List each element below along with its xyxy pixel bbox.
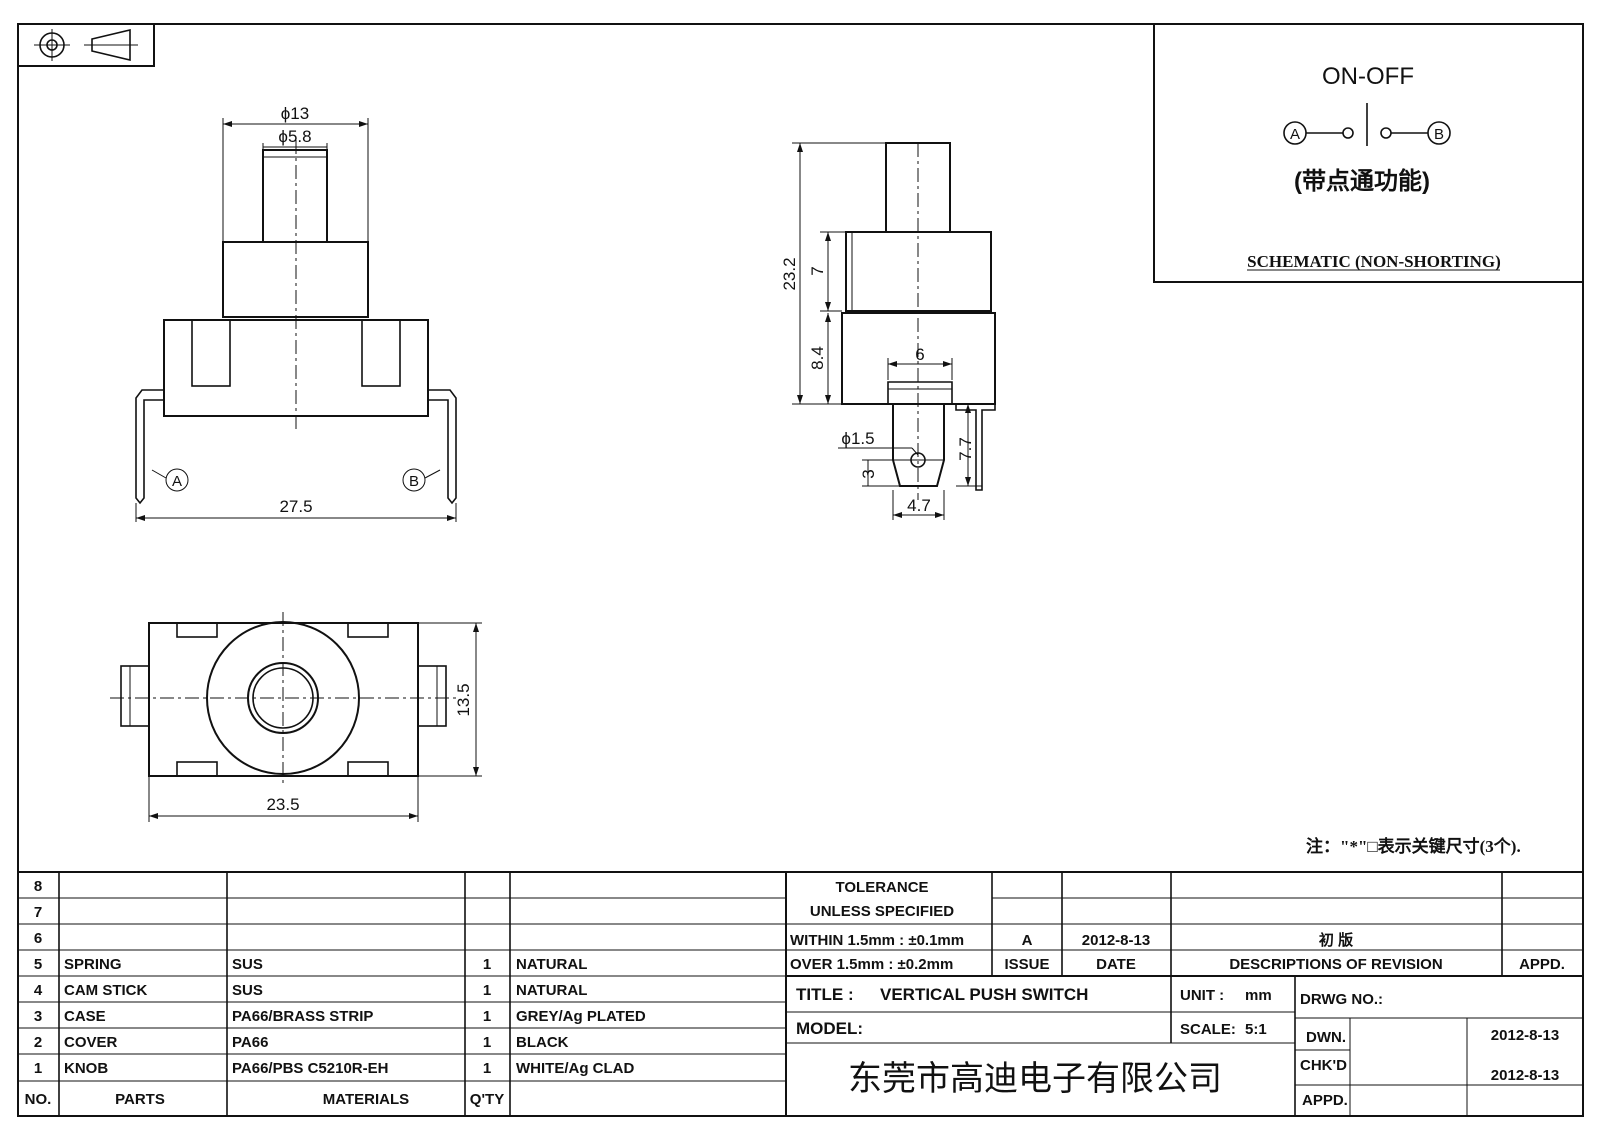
part-qty: 1 (483, 956, 491, 973)
schematic-title: ON-OFF (1322, 63, 1414, 90)
front-terminal-b-label: B (409, 473, 419, 490)
drawn-date: 2012-8-13 (1491, 1027, 1559, 1044)
tolerance-subtitle: UNLESS SPECIFIED (810, 903, 954, 920)
projection-symbol (17, 23, 155, 67)
part-no: 3 (34, 1008, 42, 1025)
unit-value: mm (1245, 987, 1272, 1004)
header-parts: PARTS (115, 1091, 165, 1108)
revision-issue-label: ISSUE (1004, 956, 1049, 973)
approved-label: APPD. (1302, 1092, 1348, 1109)
dim-front-width: 27.5 (279, 497, 312, 516)
dim-side-lower-height: 8.4 (808, 346, 827, 370)
sheet-border (17, 23, 1584, 1117)
front-view (135, 118, 457, 522)
part-material: SUS (232, 982, 263, 999)
part-material: PA66/BRASS STRIP (232, 1008, 373, 1025)
part-qty: 1 (483, 1008, 491, 1025)
revision-description-label: DESCRIPTIONS OF REVISION (1229, 956, 1442, 973)
schematic-note: (带点通功能) (1294, 167, 1430, 195)
dim-side-total-height: 23.2 (780, 257, 799, 290)
part-qty: 1 (483, 1060, 491, 1077)
header-qty: Q'TY (470, 1091, 504, 1108)
tolerance-title: TOLERANCE (835, 879, 928, 896)
part-finish: NATURAL (516, 982, 587, 999)
part-qty: 1 (483, 982, 491, 999)
part-finish: WHITE/Ag CLAD (516, 1060, 634, 1077)
part-material: PA66/PBS C5210R-EH (232, 1060, 388, 1077)
revision-date-value: 2012-8-13 (1082, 932, 1150, 949)
side-view (792, 142, 996, 520)
header-no: NO. (25, 1091, 52, 1108)
schematic-terminal-a: A (1290, 126, 1300, 143)
revision-approved-label: APPD. (1519, 956, 1565, 973)
parts-table: 8 7 6 5 SPRING SUS 1 NATURAL 4 CAM STICK… (25, 878, 646, 1108)
part-name: KNOB (64, 1060, 108, 1077)
dim-tip-height: 3 (859, 469, 878, 478)
part-no: 6 (34, 930, 42, 947)
title-value: VERTICAL PUSH SWITCH (880, 985, 1088, 1004)
tolerance-within: WITHIN 1.5mm : ±0.1mm (790, 932, 964, 949)
part-name: SPRING (64, 956, 122, 973)
drawn-label: DWN. (1306, 1029, 1346, 1046)
dim-side-upper-height: 7 (808, 266, 827, 275)
dim-knob-dia: ϕ5.8 (278, 127, 311, 146)
part-name: CAM STICK (64, 982, 147, 999)
scale-label: SCALE: (1180, 1021, 1236, 1038)
scale-value: 5:1 (1245, 1021, 1267, 1038)
schematic-box (1153, 23, 1584, 283)
title-label: TITLE : (796, 985, 854, 1004)
checked-date: 2012-8-13 (1491, 1067, 1559, 1084)
front-terminal-a-label: A (172, 473, 182, 490)
bottom-view (110, 612, 482, 822)
part-finish: NATURAL (516, 956, 587, 973)
dim-outer-dia: ϕ13 (281, 104, 309, 123)
part-finish: GREY/Ag PLATED (516, 1008, 646, 1025)
revision-block: A 2012-8-13 初 版 ISSUE DATE DESCRIPTIONS … (1004, 931, 1564, 973)
dim-tip-width: 4.7 (907, 496, 931, 515)
tolerance-block: TOLERANCE UNLESS SPECIFIED WITHIN 1.5mm … (790, 879, 964, 973)
model-label: MODEL: (796, 1019, 863, 1038)
schematic-terminal-b: B (1434, 126, 1444, 143)
part-material: PA66 (232, 1034, 268, 1051)
part-no: 7 (34, 904, 42, 921)
dim-bottom-width: 23.5 (266, 795, 299, 814)
dim-terminal-width: 6 (915, 345, 924, 364)
part-qty: 1 (483, 1034, 491, 1051)
revision-issue-value: A (1022, 932, 1033, 949)
drawing-no-label: DRWG NO.: (1300, 991, 1383, 1008)
part-no: 1 (34, 1060, 42, 1077)
dim-bottom-depth: 13.5 (454, 683, 473, 716)
revision-description-value: 初 版 (1319, 931, 1353, 949)
part-no: 8 (34, 878, 42, 895)
dim-hole-dia: ϕ1.5 (841, 429, 874, 448)
key-dimension-note: 注："*"□表示关键尺寸(3个). (1306, 836, 1521, 856)
checked-label: CHK'D (1300, 1057, 1347, 1074)
part-material: SUS (232, 956, 263, 973)
part-name: COVER (64, 1034, 118, 1051)
dim-terminal-length: 7.7 (956, 437, 975, 461)
tolerance-over: OVER 1.5mm : ±0.2mm (790, 956, 953, 973)
title-block: TITLE : VERTICAL PUSH SWITCH UNIT : mm D… (796, 985, 1559, 1109)
revision-date-label: DATE (1096, 956, 1136, 973)
schematic-caption: SCHEMATIC (NON-SHORTING) (1247, 252, 1501, 271)
part-no: 5 (34, 956, 42, 973)
part-no: 4 (34, 982, 43, 999)
title-block-grid (18, 871, 1583, 1116)
part-name: CASE (64, 1008, 106, 1025)
part-no: 2 (34, 1034, 42, 1051)
header-materials: MATERIALS (323, 1091, 409, 1108)
unit-label: UNIT : (1180, 987, 1224, 1004)
company-name: 东莞市高迪电子有限公司 (848, 1060, 1222, 1098)
part-finish: BLACK (516, 1034, 569, 1051)
